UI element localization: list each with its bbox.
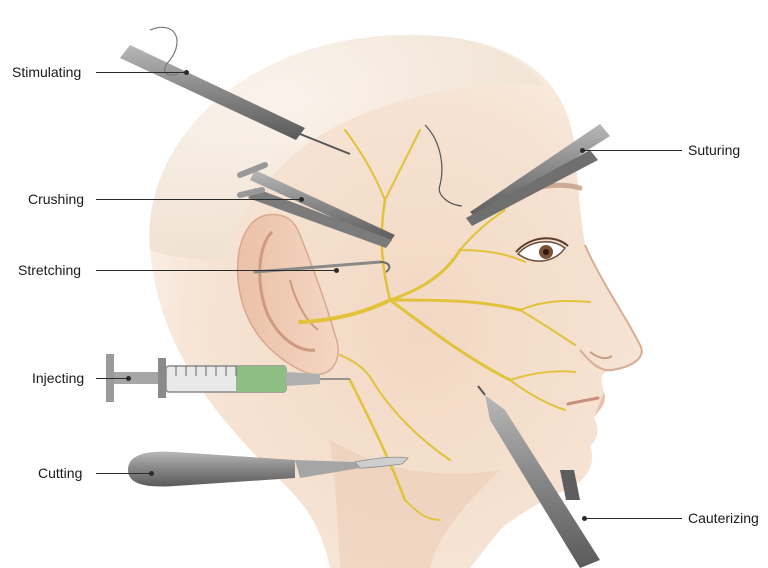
label-crushing: Crushing — [28, 191, 84, 207]
leader-injecting — [96, 378, 128, 379]
label-injecting: Injecting — [32, 370, 84, 386]
leader-stimulating — [96, 72, 186, 73]
label-cutting: Cutting — [38, 465, 82, 481]
leader-suturing — [582, 150, 682, 151]
leader-dot-cutting — [149, 471, 154, 476]
leader-dot-stretching — [334, 268, 339, 273]
label-stimulating: Stimulating — [12, 64, 81, 80]
leader-dot-injecting — [126, 376, 131, 381]
label-cauterizing: Cauterizing — [688, 510, 759, 526]
leader-stretching — [96, 270, 336, 271]
label-stretching: Stretching — [18, 262, 81, 278]
leader-cauterizing — [584, 518, 682, 519]
leader-dot-crushing — [299, 197, 304, 202]
leader-crushing — [96, 199, 301, 200]
leader-dot-stimulating — [184, 70, 189, 75]
leader-cutting — [96, 473, 151, 474]
label-suturing: Suturing — [688, 142, 740, 158]
